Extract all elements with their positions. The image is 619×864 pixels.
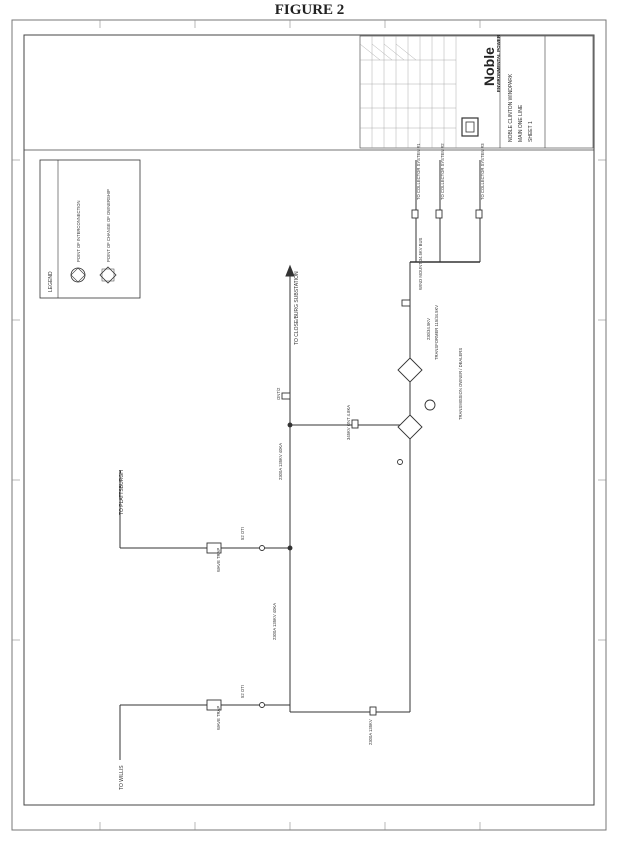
label-collector-2: TO COLLECTOR SYSTEM #2 [440, 143, 445, 200]
label-mainline: WIND MOUNT 34.5KV BUS [418, 238, 423, 290]
device-labels: ONT/2 345KV ONT 4.8KA 2300A 135KV 40KA 2… [240, 318, 431, 745]
outer-border [11, 19, 607, 831]
label-to-substation: TO CLOSE/BURG SUBSTATION [294, 271, 300, 345]
title-block: Noble ENVIRONMENTAL POWER NOBLE CLINTON … [359, 34, 594, 149]
title-company-name: Noble [481, 47, 497, 86]
wiring [119, 160, 481, 760]
label-collector-1: TO COLLECTOR SYSTEM #1 [416, 143, 421, 200]
label-wave-trap-2: WAVE TRAP [216, 706, 221, 730]
svg-text:230/34.5KV: 230/34.5KV [426, 318, 431, 340]
svg-text:ONT/2: ONT/2 [276, 387, 281, 400]
border-ticks [12, 20, 606, 830]
svg-text:52 OTI: 52 OTI [240, 685, 245, 698]
title-sheet: SHEET 1 [528, 121, 534, 142]
ownership-change-symbol-icon [99, 266, 117, 284]
svg-text:52 OTI: 52 OTI [240, 527, 245, 540]
transformer-lower-icon [397, 414, 423, 440]
label-transmission-owner: TRANSMISSION OWNER / DEALERS [458, 348, 463, 420]
label-to-willis: TO WILLIS [119, 765, 125, 790]
legend-item-1-text: POINT OF INTERCONNECTION [76, 200, 81, 262]
svg-text:2300A 135KV: 2300A 135KV [368, 719, 373, 745]
inner-border [23, 34, 595, 806]
label-transformer: TRANSFORMER 115/34.5KV [434, 305, 439, 360]
title-project: NOBLE CLINTON WINDPARK [508, 73, 514, 142]
legend: LEGEND POINT OF INTERCONNECTION POINT OF… [39, 159, 141, 299]
legend-heading: LEGEND [48, 271, 54, 292]
svg-text:2300A 135KV 40KA: 2300A 135KV 40KA [272, 603, 277, 640]
svg-text:345KV ONT 4.8KA: 345KV ONT 4.8KA [346, 405, 351, 440]
label-collector-3: TO COLLECTOR SYSTEM #3 [480, 143, 485, 200]
svg-text:2300A 135KV 40KA: 2300A 135KV 40KA [278, 443, 283, 480]
devices [206, 209, 483, 716]
interconnection-symbol-icon [70, 267, 86, 283]
label-to-plattsburgh: TO PLATTSBURGH [119, 470, 125, 515]
transformer-upper-icon [397, 357, 423, 383]
title-company-sub: ENVIRONMENTAL POWER [496, 34, 501, 92]
title-drawing: MAIN ONE LINE [518, 104, 524, 142]
legend-item-2-text: POINT OF CHANGE OF OWNERSHIP [106, 189, 111, 262]
label-wave-trap-1: WAVE TRAP [216, 548, 221, 572]
figure-title: FIGURE 2 [274, 2, 345, 18]
